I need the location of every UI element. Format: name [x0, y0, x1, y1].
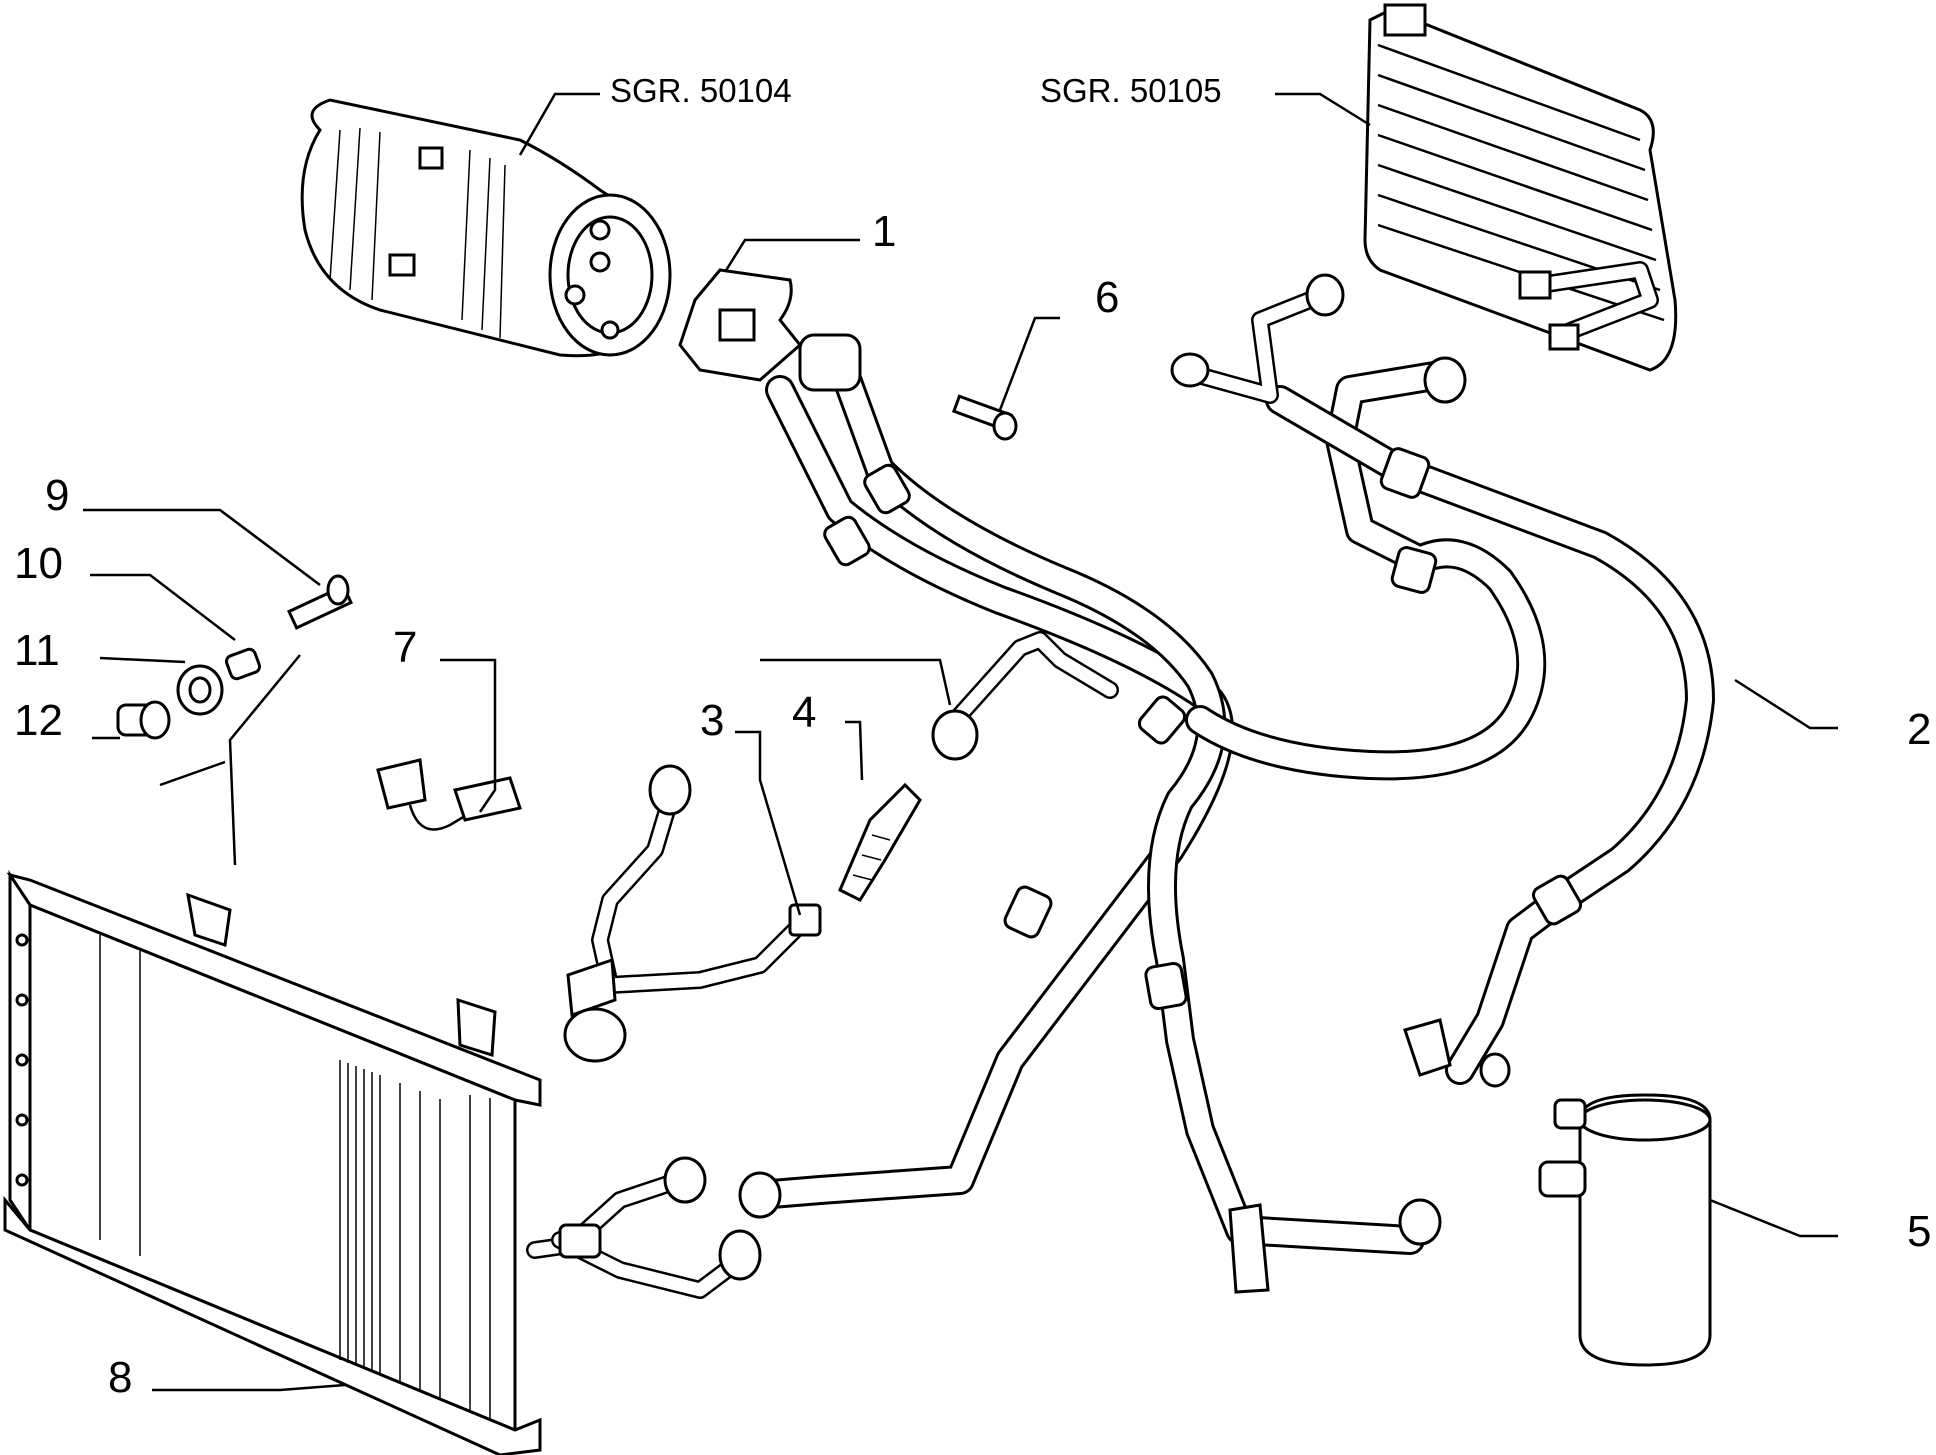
receiver-drier-item-5 [1538, 1093, 1712, 1367]
evaporator-illustration [1363, 3, 1678, 372]
callout-10: 10 [14, 539, 63, 588]
bolt-item-6 [951, 394, 1018, 441]
callout-4: 4 [792, 688, 816, 737]
condenser-illustration [3, 870, 542, 1455]
callout-7: 7 [393, 623, 417, 672]
compressor-manifold [678, 268, 862, 392]
fitting-set-items-9-12 [116, 574, 353, 740]
ref-evaporator-label: SGR. 50105 [1040, 72, 1222, 109]
callout-9: 9 [45, 471, 69, 520]
callout-11: 11 [14, 626, 60, 675]
callout-1: 1 [872, 207, 896, 256]
ref-compressor-label: SGR. 50104 [610, 72, 792, 109]
liquid-pipe-item-3 [563, 631, 1119, 1063]
condenser-pipes [526, 1156, 762, 1299]
pressure-switch-item-4 [838, 782, 922, 902]
callout-6: 6 [1095, 273, 1119, 322]
callout-3: 3 [700, 696, 724, 745]
main-hose-assembly [738, 273, 1715, 1294]
sensor-item-7 [376, 758, 522, 831]
callout-2: 2 [1907, 705, 1931, 754]
leader-lines [83, 92, 1838, 1392]
compressor-illustration [300, 98, 672, 358]
callout-5: 5 [1907, 1207, 1931, 1256]
callout-8: 8 [108, 1353, 132, 1402]
callout-12: 12 [14, 696, 63, 745]
